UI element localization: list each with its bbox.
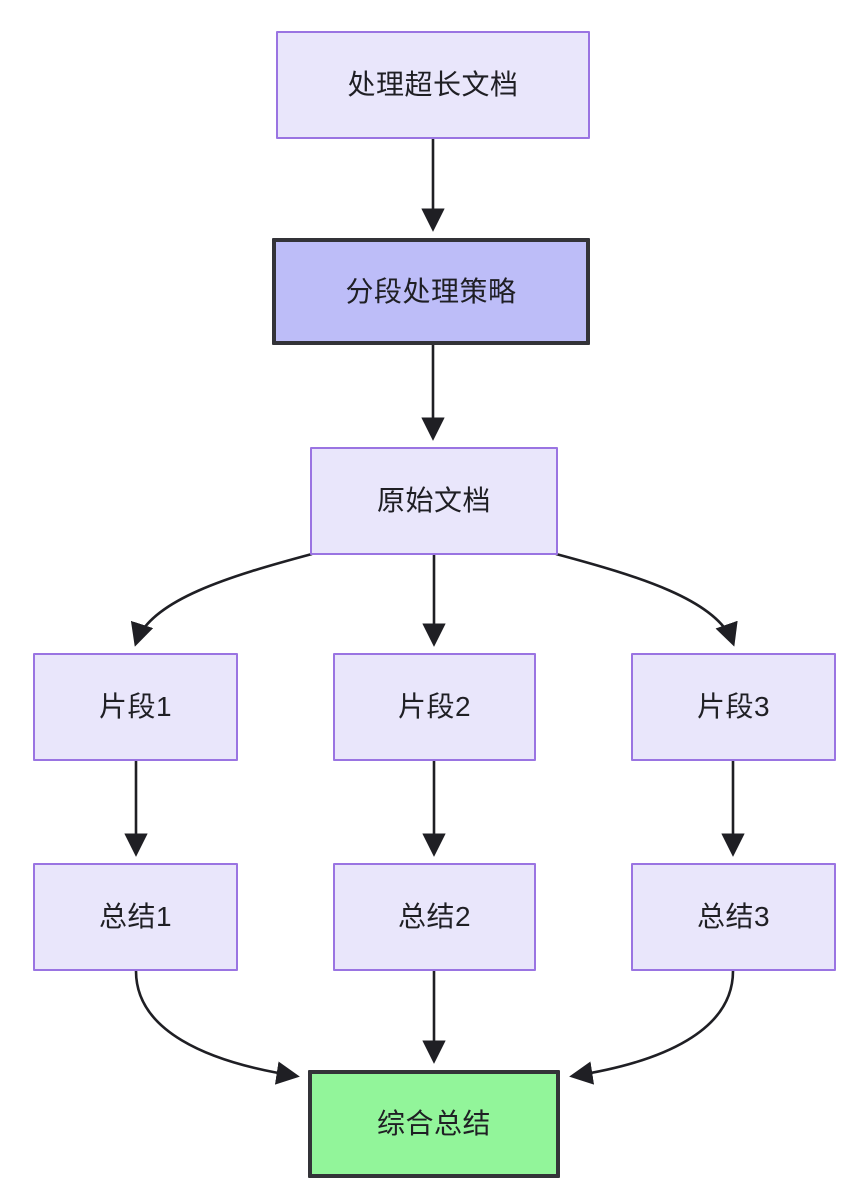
node-summary-2[interactable]: 总结2 [333,863,536,971]
node-summary-2-label: 总结2 [397,901,472,933]
node-summary-3-label: 总结3 [696,901,771,933]
node-summary-1[interactable]: 总结1 [33,863,238,971]
edge-original-to-chunk1 [130,552,313,647]
edge-summary1-to-final [134,970,300,1085]
edge-original-to-chunk3 [555,552,738,647]
node-summary-3[interactable]: 总结3 [631,863,836,971]
node-chunk-2-label: 片段2 [397,691,472,723]
node-final-summary[interactable]: 综合总结 [308,1070,560,1178]
node-chunk-1[interactable]: 片段1 [33,653,238,761]
node-strategy-label: 分段处理策略 [345,275,517,307]
node-strategy[interactable]: 分段处理策略 [272,238,590,345]
node-chunk-3-label: 片段3 [696,691,771,723]
node-source[interactable]: 处理超长文档 [276,31,590,139]
node-final-summary-label: 综合总结 [376,1108,491,1140]
node-chunk-2[interactable]: 片段2 [333,653,536,761]
node-original-document-label: 原始文档 [376,485,491,517]
node-chunk-1-label: 片段1 [98,691,173,723]
node-chunk-3[interactable]: 片段3 [631,653,836,761]
edge-summary3-to-final [569,970,735,1085]
node-summary-1-label: 总结1 [98,901,173,933]
node-source-label: 处理超长文档 [347,69,519,101]
node-original-document[interactable]: 原始文档 [310,447,558,555]
